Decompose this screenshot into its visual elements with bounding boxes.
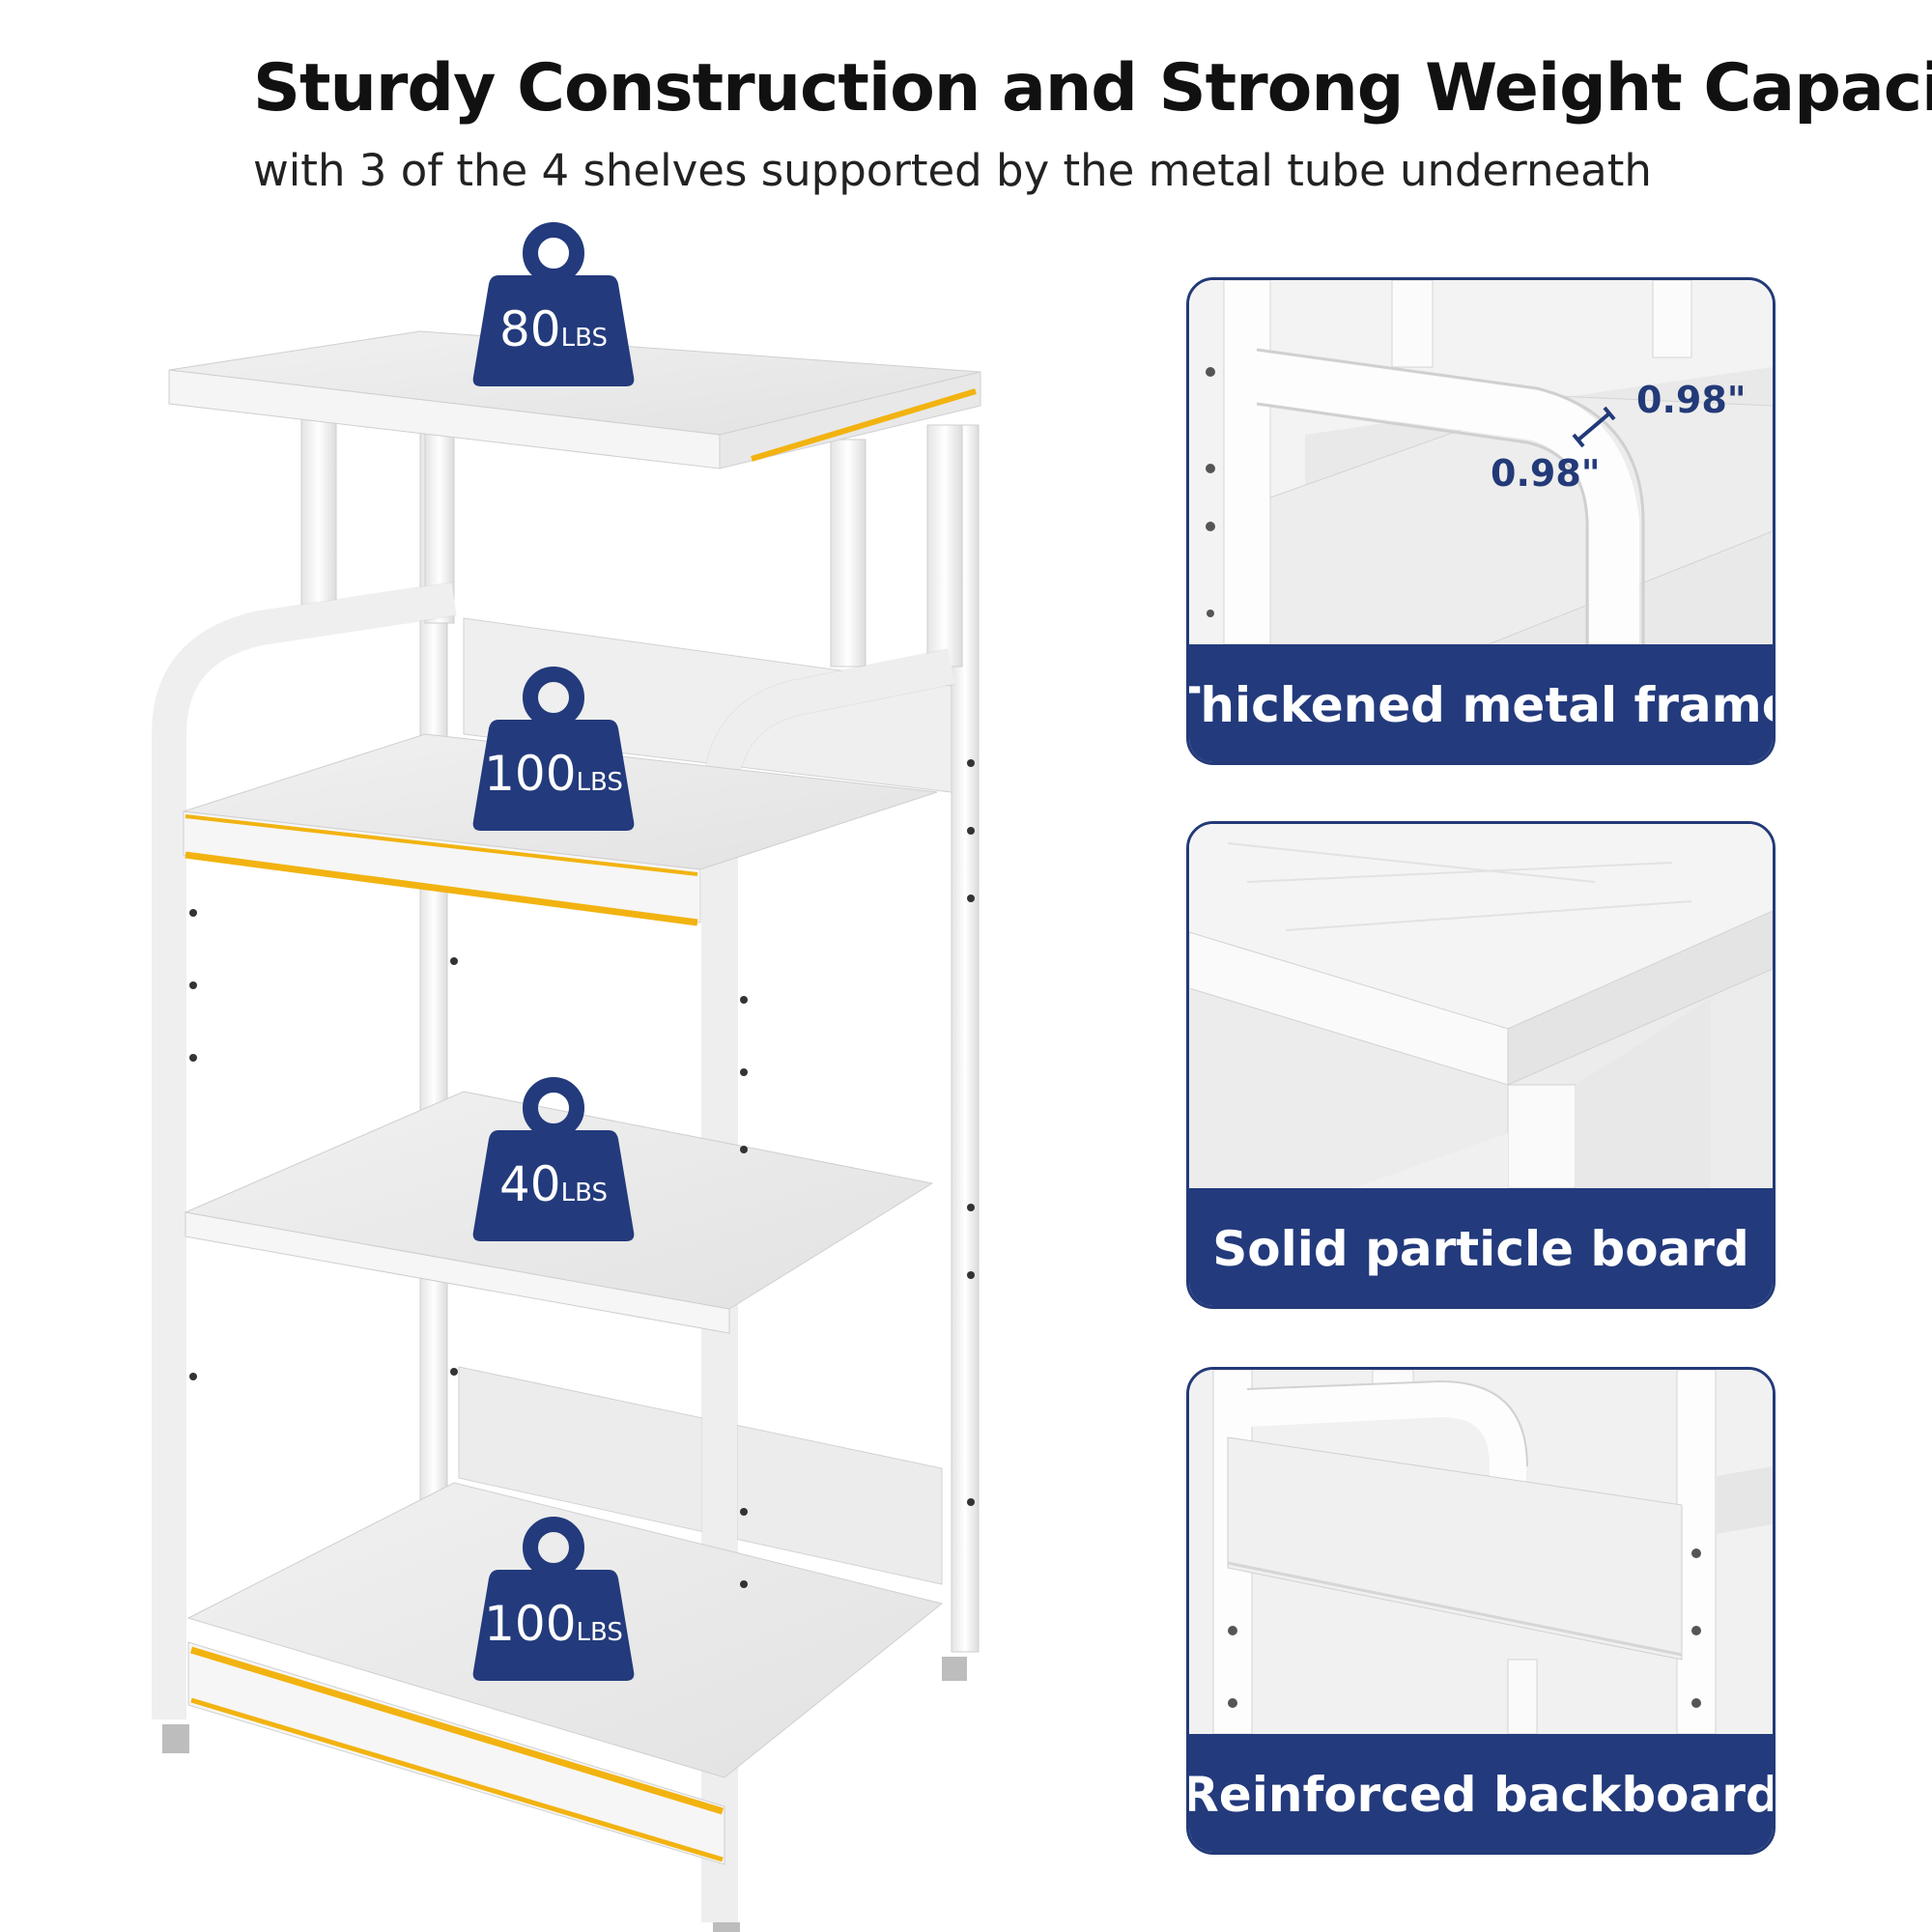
weight-badge-bottom-shelf: 100LBS [471,1517,636,1681]
feature-caption: Thickened metal frame [1189,644,1773,762]
feature-caption: Reinforced backboard [1189,1734,1773,1852]
weight-icon [472,1517,635,1681]
feature-caption: Solid particle board [1189,1188,1773,1306]
top-leg [926,424,963,668]
weight-icon [472,222,635,386]
top-board-side [719,371,981,469]
weight-unit: LBS [560,324,608,353]
yellow-accent [185,851,698,926]
shelf-3-front [185,1211,730,1334]
tube-depth-label: 0.98" [1636,379,1747,421]
weight-unit: LBS [576,1618,623,1647]
tube-width-label: 0.98" [1491,452,1601,495]
weight-badge-top-shelf: 80LBS [471,222,636,386]
feature-card-backboard: Reinforced backboard [1186,1367,1776,1855]
weight-icon [472,667,635,831]
lower-backboard [458,1366,943,1585]
top-leg [300,405,337,634]
weight-value: 80 [499,301,561,357]
shelf-4-front [187,1641,725,1865]
shelf-2-front [183,810,701,923]
weight-unit: LBS [560,1179,608,1208]
page-title: Sturdy Construction and Strong Weight Ca… [253,50,1932,127]
weight-value: 40 [499,1156,561,1212]
weight-badge-second-shelf: 100LBS [471,667,636,831]
leveling-foot [713,1922,740,1932]
backboard-closeup [1189,1370,1773,1734]
feature-card-metal-frame: 0.98" 0.98" Thickened metal frame [1186,277,1776,765]
yellow-accent [751,388,977,462]
feature-card-particle-board: Solid particle board [1186,821,1776,1309]
weight-icon [472,1077,635,1241]
weight-value: 100 [484,746,577,802]
yellow-accent [189,1646,724,1815]
particle-board-closeup [1189,824,1773,1188]
page-subtitle: with 3 of the 4 shelves supported by the… [253,145,1652,196]
leveling-foot [162,1724,189,1753]
leveling-foot [942,1657,967,1681]
weight-value: 100 [484,1596,577,1652]
weight-badge-third-shelf: 40LBS [471,1077,636,1241]
left-curved-frame [153,582,457,1719]
top-leg [830,439,867,668]
weight-unit: LBS [576,768,623,797]
metal-frame-closeup [1189,280,1773,644]
